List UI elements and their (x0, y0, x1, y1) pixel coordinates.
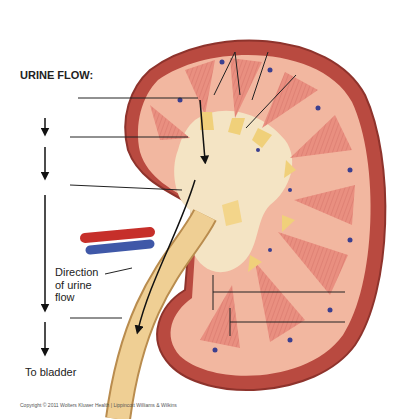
flow-label: Direction of urine flow (55, 266, 107, 304)
heading-label: URINE FLOW: (20, 69, 140, 82)
copyright-note: Copyright © 2011 Wolters Kluwer Health |… (20, 403, 280, 409)
destination-label: To bladder (25, 366, 115, 379)
